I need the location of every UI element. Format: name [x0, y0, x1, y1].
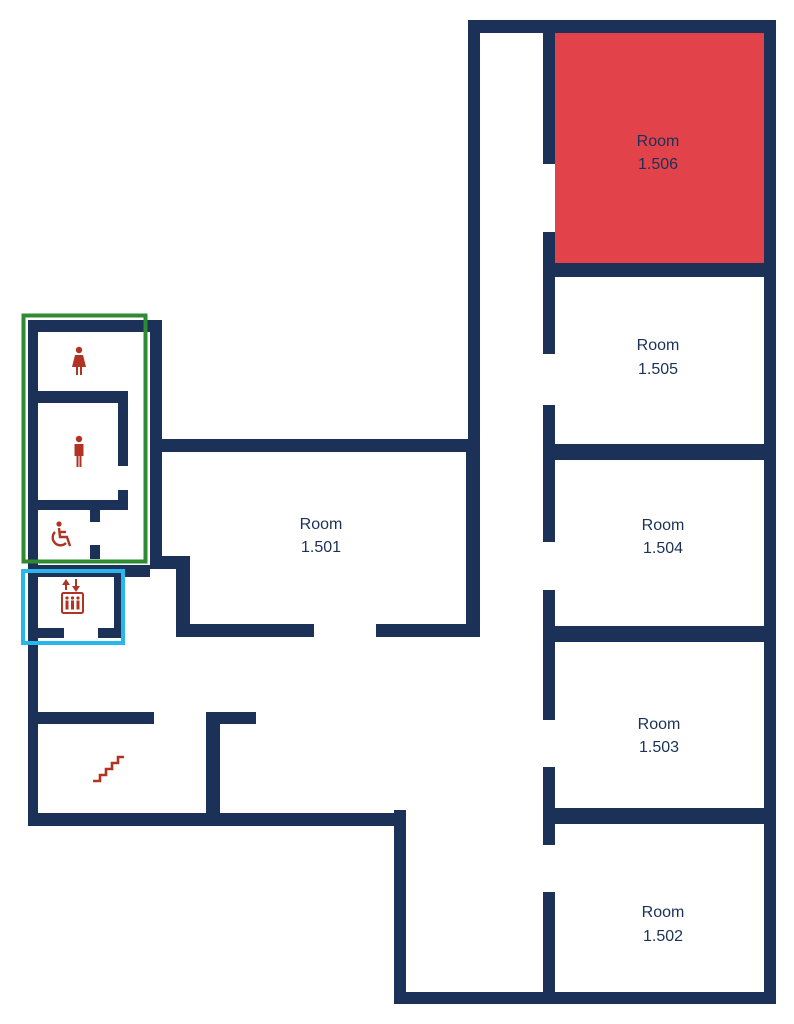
room-1-506-highlight: [555, 33, 766, 263]
wall: [543, 232, 555, 354]
wall: [206, 712, 220, 826]
wall: [28, 500, 128, 510]
wall: [98, 628, 124, 638]
room-1-501-area[interactable]: [190, 452, 466, 624]
male-restroom-icon[interactable]: [74, 435, 84, 467]
room-label: Room: [638, 716, 681, 733]
room-1-505[interactable]: Room 1.505: [555, 277, 764, 444]
wall: [176, 556, 190, 637]
elevator-icon[interactable]: [61, 579, 84, 614]
room-1-506[interactable]: Room 1.506: [555, 33, 764, 263]
wall: [114, 565, 124, 638]
room-label: Room: [637, 337, 680, 354]
wall: [28, 320, 162, 332]
wall: [543, 626, 776, 642]
room-1-504[interactable]: Room 1.504: [555, 460, 764, 626]
restroom-group-outline: [21, 313, 148, 564]
room-1-501[interactable]: Room 1.501: [190, 452, 466, 624]
elevator-outline: [21, 569, 125, 645]
wall: [150, 439, 480, 452]
wall: [468, 20, 774, 33]
wall: [466, 439, 480, 637]
wall: [543, 263, 776, 277]
wall: [543, 590, 555, 720]
room-number: 1.502: [643, 928, 683, 945]
room-label: Room: [642, 517, 685, 534]
room-1-503[interactable]: Room 1.503: [555, 642, 764, 808]
wall: [543, 20, 555, 164]
wall: [543, 444, 776, 460]
wheelchair-icon[interactable]: [51, 521, 72, 547]
room-label: Room: [637, 133, 680, 150]
wall: [90, 500, 100, 522]
wall: [543, 767, 555, 845]
walls: [28, 20, 776, 1004]
wall: [468, 20, 480, 452]
wall: [543, 808, 776, 824]
wall: [376, 624, 480, 637]
wall: [28, 712, 154, 724]
stairs-icon[interactable]: [93, 755, 124, 783]
room-1-502[interactable]: Room 1.502: [555, 824, 764, 992]
female-restroom-icon[interactable]: [72, 346, 86, 375]
wall: [543, 405, 555, 542]
wall: [764, 20, 776, 1004]
wall: [150, 320, 162, 569]
wall: [176, 624, 314, 637]
wall: [90, 545, 100, 559]
room-label: Room: [642, 904, 685, 921]
wall: [28, 391, 128, 403]
wall: [118, 391, 128, 466]
wall: [28, 813, 406, 826]
room-number: 1.506: [638, 156, 678, 173]
wall: [394, 992, 776, 1004]
wall: [28, 628, 64, 638]
wall: [394, 810, 406, 1004]
wall: [543, 892, 555, 1004]
room-number: 1.503: [639, 739, 679, 756]
room-number: 1.501: [301, 539, 341, 556]
room-number: 1.504: [643, 540, 683, 557]
room-number: 1.505: [638, 361, 678, 378]
room-label: Room: [300, 516, 343, 533]
